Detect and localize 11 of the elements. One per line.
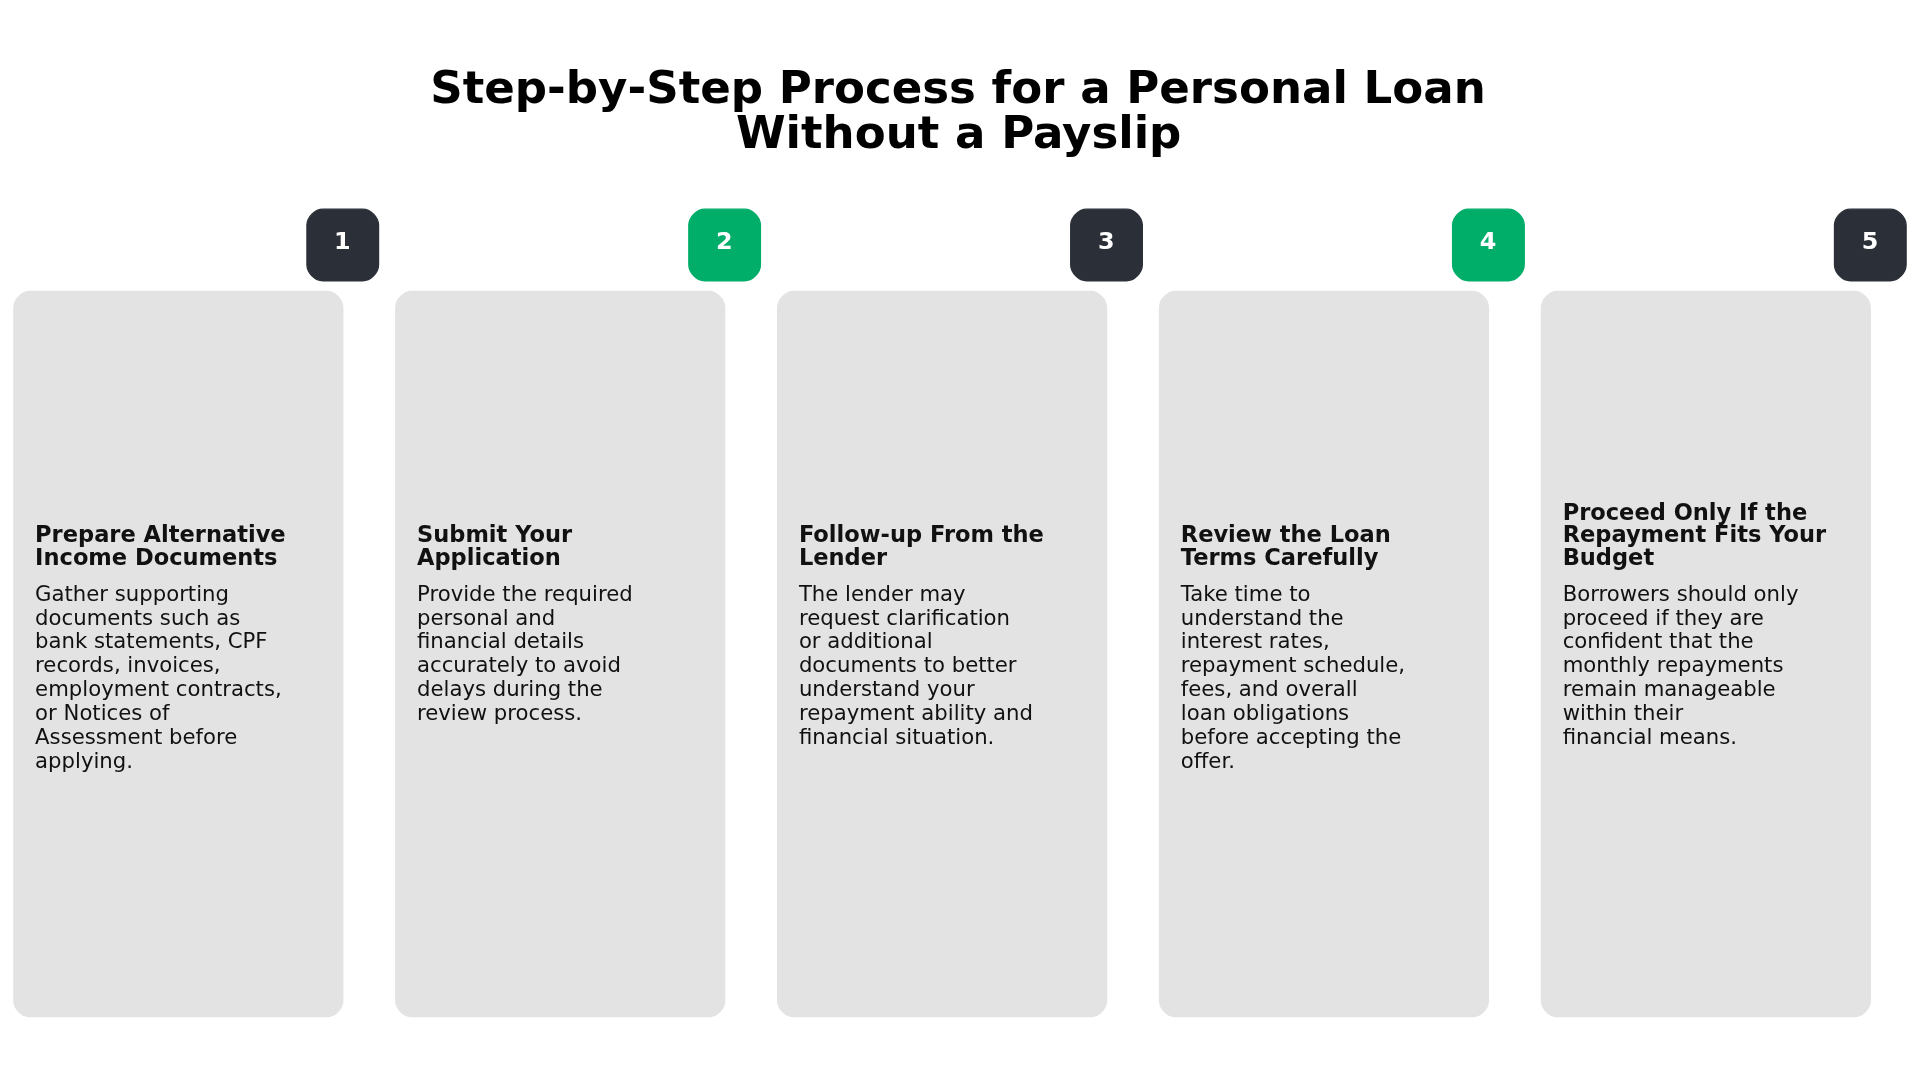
node-box: Proceed Only If the Repayment Fits Your Budget Borrowers should only proceed if they are confident that the monthly repayments remain manageable within their financial means.	[1540, 290, 1871, 1018]
node-box: 1	[306, 208, 380, 282]
node-box: 3	[1070, 208, 1143, 282]
node-box: Follow-up From the Lender The lender may request clarification or additional documents to better understand your repayment ability and financial situation.	[777, 290, 1108, 1018]
node-box: Submit Your Application Provide the required personal and financial details accurately to avoid delays during the review process.	[395, 290, 726, 1018]
node-box: Prepare Alternative Income Documents Gather supporting documents such as bank statements, CPF records, invoices, employment contracts, or Notices of Assessment before applying.	[13, 290, 344, 1018]
diagram-title: Step-by-Step Process for a Personal Loan Without a Payslip	[430, 61, 1486, 160]
node-box: 4	[1451, 208, 1525, 282]
node-box: 5	[1833, 208, 1907, 282]
node-box: 2	[688, 208, 762, 282]
node-box: Review the Loan Terms Carefully Take time to understand the interest rates, repayment schedule, fees, and overall loan obligations before accepting the offer.	[1158, 290, 1490, 1018]
